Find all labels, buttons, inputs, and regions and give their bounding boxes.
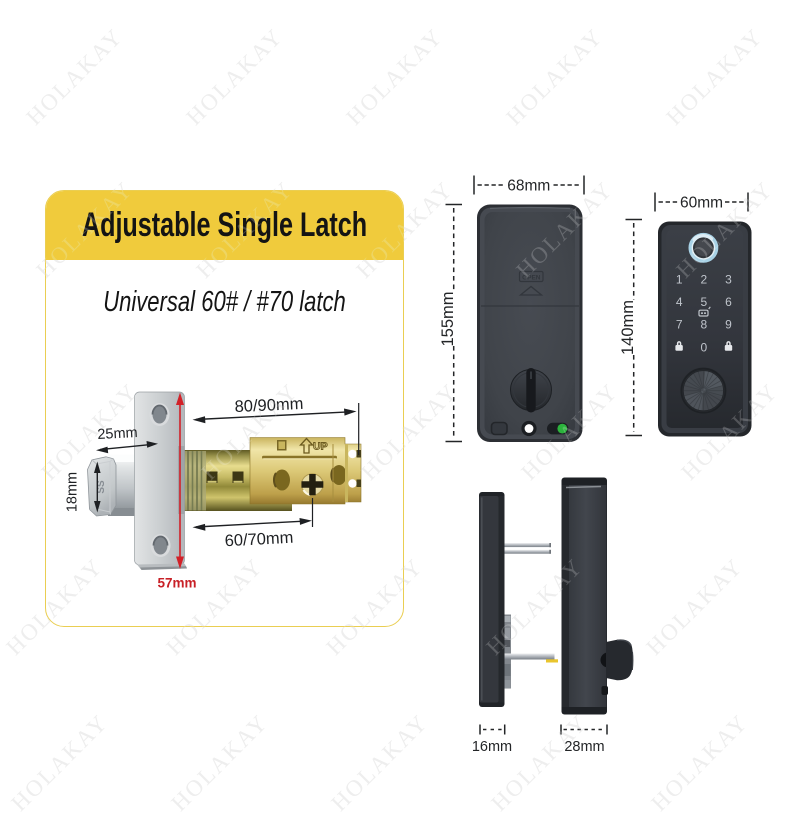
svg-text:SS: SS [96, 480, 107, 494]
svg-text:1: 1 [676, 272, 683, 286]
svg-text:57mm: 57mm [157, 576, 196, 591]
svg-text:3: 3 [725, 272, 732, 286]
svg-text:140mm: 140mm [619, 300, 637, 355]
svg-text:60/70mm: 60/70mm [224, 529, 294, 551]
svg-text:16mm: 16mm [472, 739, 512, 755]
svg-text:OPEN: OPEN [522, 275, 541, 282]
svg-text:155mm: 155mm [439, 291, 457, 346]
svg-text:4: 4 [676, 295, 683, 309]
svg-text:2: 2 [700, 272, 707, 286]
svg-text:7: 7 [676, 317, 683, 331]
svg-text:60mm: 60mm [680, 195, 723, 212]
svg-text:6: 6 [725, 295, 732, 309]
svg-text:8: 8 [700, 317, 707, 331]
svg-text:68mm: 68mm [507, 178, 550, 195]
svg-text:25mm: 25mm [97, 425, 138, 443]
svg-text:UP: UP [313, 441, 328, 453]
svg-text:18mm: 18mm [65, 472, 81, 512]
svg-text:0: 0 [700, 341, 707, 355]
svg-text:80/90mm: 80/90mm [234, 395, 304, 416]
svg-text:9: 9 [725, 317, 732, 331]
svg-text:28mm: 28mm [564, 739, 604, 755]
svg-text:5: 5 [700, 295, 707, 309]
